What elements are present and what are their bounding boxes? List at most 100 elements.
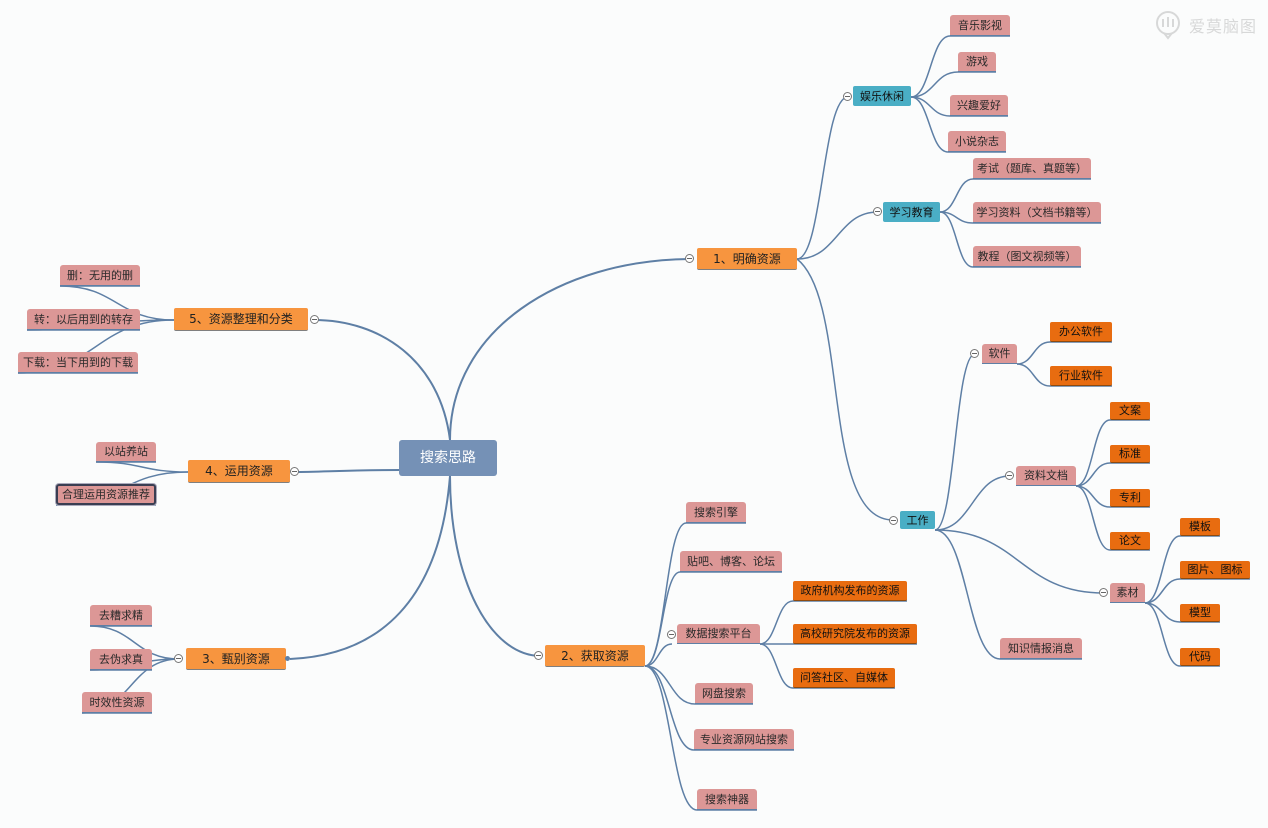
connector-line bbox=[644, 665, 698, 811]
leaf-material-3[interactable]: 模型 bbox=[1180, 604, 1220, 622]
branch-verify-resources[interactable]: 3、甄别资源 bbox=[186, 648, 286, 670]
collapse-branch4-icon[interactable] bbox=[290, 467, 299, 476]
branch-define-resources[interactable]: 1、明确资源 bbox=[697, 248, 797, 270]
connector-line bbox=[934, 529, 1105, 594]
topic-material[interactable]: 素材 bbox=[1110, 583, 1145, 603]
connector-line bbox=[910, 71, 959, 98]
leaf-acquire-4[interactable]: 网盘搜索 bbox=[695, 683, 753, 704]
connector-line bbox=[289, 475, 451, 660]
connector-line bbox=[644, 522, 687, 667]
leaf-docs-2[interactable]: 标准 bbox=[1110, 445, 1150, 463]
connector-line bbox=[449, 475, 541, 657]
leaf-platform-1[interactable]: 政府机构发布的资源 bbox=[793, 581, 907, 601]
leaf-organize-3[interactable]: 下载：当下用到的下载 bbox=[18, 352, 138, 373]
leaf-platform-3[interactable]: 问答社区、自媒体 bbox=[793, 668, 895, 688]
leaf-docs-4[interactable]: 论文 bbox=[1110, 532, 1150, 550]
connector-line bbox=[449, 258, 691, 441]
connector-line bbox=[796, 211, 879, 260]
connector-line bbox=[759, 600, 794, 645]
connector-line bbox=[644, 643, 673, 667]
collapse-work-icon[interactable] bbox=[889, 516, 898, 525]
connector-line bbox=[89, 625, 180, 660]
connector-line bbox=[1075, 419, 1111, 487]
leaf-software-2[interactable]: 行业软件 bbox=[1050, 366, 1112, 386]
connector-line bbox=[910, 96, 949, 153]
root-topic[interactable]: 搜索思路 bbox=[399, 440, 497, 476]
topic-work[interactable]: 工作 bbox=[900, 511, 935, 529]
branch3-anchor-dot bbox=[285, 656, 290, 661]
collapse-docs-icon[interactable] bbox=[1005, 471, 1014, 480]
collapse-branch5-icon[interactable] bbox=[310, 315, 319, 324]
leaf-acquire-1[interactable]: 搜索引擎 bbox=[686, 502, 746, 523]
leaf-platform-2[interactable]: 高校研究院发布的资源 bbox=[793, 624, 917, 644]
connector-line bbox=[934, 529, 1001, 660]
topic-study[interactable]: 学习教育 bbox=[883, 202, 940, 222]
connector-line bbox=[56, 461, 156, 506]
connector-line bbox=[939, 211, 974, 268]
branch-acquire-resources[interactable]: 2、获取资源 bbox=[545, 645, 645, 667]
leaf-software-1[interactable]: 办公软件 bbox=[1050, 322, 1112, 342]
collapse-branch3-icon[interactable] bbox=[174, 654, 183, 663]
connector-line bbox=[59, 285, 175, 321]
leaf-verify-2[interactable]: 去伪求真 bbox=[90, 649, 152, 670]
connector-line bbox=[1144, 602, 1181, 667]
leaf-work-intel[interactable]: 知识情报消息 bbox=[1000, 638, 1082, 659]
connector-line bbox=[95, 461, 189, 473]
connector-line bbox=[796, 96, 849, 260]
watermark-text: 爱莫脑图 bbox=[1189, 17, 1258, 36]
leaf-acquire-6[interactable]: 搜索神器 bbox=[697, 789, 757, 810]
leaf-use-2[interactable]: 合理运用资源推荐 bbox=[56, 484, 156, 505]
leaf-leisure-3[interactable]: 兴趣爱好 bbox=[950, 95, 1008, 116]
connector-line bbox=[1144, 535, 1181, 604]
topic-docs[interactable]: 资料文档 bbox=[1016, 466, 1076, 486]
leaf-study-1[interactable]: 考试（题库、真题等） bbox=[973, 158, 1091, 179]
connector-line bbox=[82, 625, 152, 714]
leaf-material-2[interactable]: 图片、图标 bbox=[1180, 561, 1250, 579]
brain-logo-icon bbox=[1156, 11, 1180, 40]
connector-line bbox=[644, 665, 695, 751]
collapse-material-icon[interactable] bbox=[1099, 588, 1108, 597]
connector-line bbox=[1016, 341, 1051, 365]
connector-line bbox=[939, 178, 974, 213]
connector-line bbox=[1075, 462, 1111, 487]
connector-line bbox=[1075, 485, 1111, 551]
leaf-acquire-2[interactable]: 贴吧、博客、论坛 bbox=[680, 551, 782, 572]
leaf-leisure-1[interactable]: 音乐影视 bbox=[950, 15, 1010, 36]
leaf-verify-1[interactable]: 去糟求精 bbox=[90, 605, 152, 626]
watermark-logo: 爱莫脑图 bbox=[1153, 10, 1257, 40]
connector-line bbox=[1016, 363, 1051, 387]
leaf-acquire-5[interactable]: 专业资源网站搜索 bbox=[694, 729, 794, 750]
leaf-docs-3[interactable]: 专利 bbox=[1110, 489, 1150, 507]
collapse-branch1-icon[interactable] bbox=[685, 254, 694, 263]
collapse-study-icon[interactable] bbox=[873, 207, 882, 216]
leaf-study-3[interactable]: 教程（图文视频等） bbox=[973, 246, 1081, 267]
connector-line bbox=[759, 643, 794, 689]
leaf-organize-2[interactable]: 转：以后用到的转存 bbox=[27, 309, 140, 330]
leaf-organize-1[interactable]: 删：无用的删 bbox=[60, 265, 140, 286]
connector-line bbox=[796, 258, 894, 521]
connector-line bbox=[934, 475, 1011, 531]
connector-line bbox=[644, 571, 681, 667]
leaf-use-1[interactable]: 以站养站 bbox=[96, 442, 156, 462]
collapse-leisure-icon[interactable] bbox=[843, 92, 852, 101]
connector-line bbox=[293, 469, 401, 473]
topic-leisure[interactable]: 娱乐休闲 bbox=[853, 86, 911, 106]
leaf-material-4[interactable]: 代码 bbox=[1180, 648, 1220, 666]
connector-line bbox=[18, 285, 140, 374]
topic-data-platform[interactable]: 数据搜索平台 bbox=[677, 624, 760, 644]
leaf-material-1[interactable]: 模板 bbox=[1180, 518, 1220, 536]
leaf-docs-1[interactable]: 文案 bbox=[1110, 402, 1150, 420]
connector-line bbox=[644, 665, 696, 705]
collapse-software-icon[interactable] bbox=[970, 349, 979, 358]
collapse-data-platform-icon[interactable] bbox=[667, 630, 676, 639]
leaf-leisure-4[interactable]: 小说杂志 bbox=[948, 131, 1006, 152]
leaf-verify-3[interactable]: 时效性资源 bbox=[82, 692, 152, 713]
leaf-study-2[interactable]: 学习资料（文档书籍等） bbox=[973, 202, 1101, 223]
topic-software[interactable]: 软件 bbox=[982, 344, 1017, 364]
leaf-leisure-2[interactable]: 游戏 bbox=[958, 52, 996, 72]
connector-line bbox=[910, 35, 951, 98]
collapse-branch2-icon[interactable] bbox=[534, 651, 543, 660]
branch-use-resources[interactable]: 4、运用资源 bbox=[188, 460, 290, 483]
branch-organize-resources[interactable]: 5、资源整理和分类 bbox=[174, 308, 308, 331]
